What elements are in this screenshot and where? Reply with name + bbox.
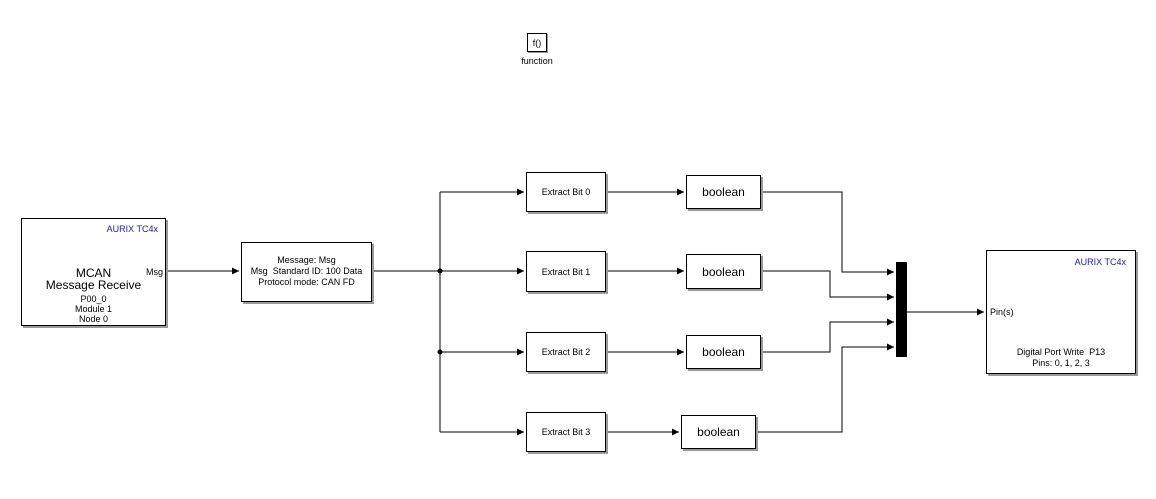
mcan-title: MCAN <box>75 266 112 280</box>
mcan-pin: P00_0 <box>80 294 107 304</box>
dio-pins: Pins: 0, 1, 2, 3 <box>1032 358 1090 368</box>
boolean-convert-3-label: boolean <box>697 425 740 439</box>
digital-port-write-block[interactable]: AURIX TC4x Pin(s) Digital Port Write P13… <box>986 250 1136 374</box>
function-block[interactable]: f() <box>527 33 547 52</box>
extract-bit-1-block[interactable]: Extract Bit 1 <box>526 251 606 292</box>
extract-bit-3-label: Extract Bit 3 <box>541 427 591 437</box>
mcan-output-port: Msg <box>145 267 163 277</box>
boolean-convert-1-block[interactable]: boolean <box>686 254 761 289</box>
extract-bit-0-label: Extract Bit 0 <box>541 187 591 197</box>
unpack-block[interactable]: Message: Msg Msg Standard ID: 100 Data P… <box>241 242 372 302</box>
boolean-convert-0-block[interactable]: boolean <box>686 175 761 209</box>
extract-bit-3-block[interactable]: Extract Bit 3 <box>526 412 606 452</box>
function-symbol: f() <box>532 37 542 48</box>
extract-bit-2-block[interactable]: Extract Bit 2 <box>526 332 606 372</box>
dio-brand: AURIX TC4x <box>1074 257 1126 267</box>
unpack-id-text: Msg Standard ID: 100 Data <box>242 266 371 277</box>
mcan-receive-block[interactable]: AURIX TC4x MCAN Message Receive P00_0 Mo… <box>21 218 166 326</box>
mux-block <box>896 262 907 357</box>
unpack-protocol-text: Protocol mode: CAN FD <box>258 277 355 287</box>
mcan-subtitle: Message Receive <box>45 278 142 292</box>
unpack-output-port: Data <box>343 266 363 276</box>
function-label: function <box>521 56 553 66</box>
boolean-convert-2-block[interactable]: boolean <box>686 335 761 369</box>
extract-bit-0-block[interactable]: Extract Bit 0 <box>526 172 606 212</box>
unpack-input-port: Msg <box>250 266 268 276</box>
boolean-convert-1-label: boolean <box>702 264 745 279</box>
branch-point <box>437 349 443 355</box>
wire-bool0-to-mux <box>761 191 894 276</box>
mcan-module: Module 1 <box>74 304 113 314</box>
boolean-convert-2-label: boolean <box>702 345 745 359</box>
wire-bool2-to-mux <box>761 318 894 353</box>
wire-bool1-to-mux <box>761 270 894 301</box>
wire-bool3-to-mux <box>756 343 894 433</box>
boolean-convert-3-block[interactable]: boolean <box>681 415 756 449</box>
mcan-brand: AURIX TC4x <box>106 224 158 234</box>
unpack-message-text: Message: Msg <box>277 255 336 265</box>
extract-bit-2-label: Extract Bit 2 <box>541 347 591 357</box>
branch-point <box>437 268 443 274</box>
unpack-standard-id: Standard ID: 100 <box>272 266 341 276</box>
extract-bit-1-label: Extract Bit 1 <box>541 266 591 277</box>
mcan-node: Node 0 <box>78 314 109 324</box>
boolean-convert-0-label: boolean <box>702 185 745 199</box>
dio-title: Digital Port Write P13 <box>1016 347 1106 357</box>
dio-input-port: Pin(s) <box>990 307 1014 317</box>
